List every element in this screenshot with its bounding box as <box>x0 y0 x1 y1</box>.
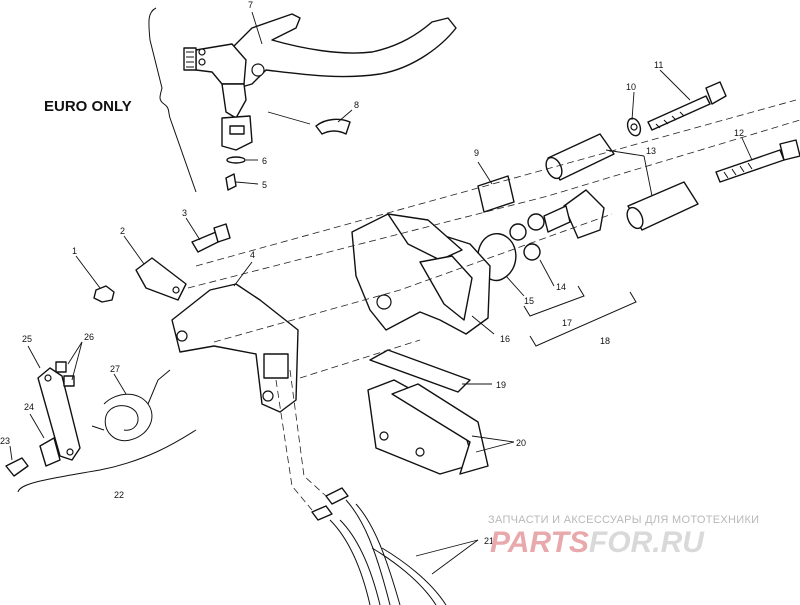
callout-17: 17 <box>562 318 572 328</box>
group-brackets <box>17 285 637 493</box>
callout-27: 27 <box>110 364 120 374</box>
shim <box>315 118 351 135</box>
callout-1: 1 <box>72 246 77 256</box>
short-bolt <box>715 139 800 183</box>
sleeves <box>545 133 699 231</box>
watermark-tagline: ЗАПЧАСТИ И АКСЕССУАРЫ ДЛЯ МОТОТЕХНИКИ <box>488 514 759 526</box>
callout-13: 13 <box>646 146 656 156</box>
callout-5: 5 <box>262 180 267 190</box>
callout-7: 7 <box>248 0 253 10</box>
lever-bracket <box>221 115 253 191</box>
leader-lines <box>9 11 753 575</box>
callout-20: 20 <box>516 438 526 448</box>
callout-11: 11 <box>654 60 663 70</box>
pad-shim <box>369 349 471 393</box>
callout-16: 16 <box>500 334 510 344</box>
euro-only-brace <box>148 7 197 193</box>
callout-18: 18 <box>600 336 610 346</box>
callout-21: 21 <box>484 536 494 546</box>
watermark: ЗАПЧАСТИ И АКСЕССУАРЫ ДЛЯ МОТОТЕХНИКИ PA… <box>488 514 759 559</box>
callout-26: 26 <box>84 332 94 342</box>
long-bolt <box>626 81 727 137</box>
callout-3: 3 <box>182 208 187 218</box>
assembly-axes <box>187 99 800 511</box>
brake-pads <box>367 379 489 475</box>
callout-14: 14 <box>556 282 566 292</box>
callout-24: 24 <box>24 402 34 412</box>
mounting-bracket <box>171 283 299 413</box>
actuator-shaft <box>543 189 605 239</box>
callout-22: 22 <box>114 490 124 500</box>
callout-23: 23 <box>0 436 10 446</box>
callout-19: 19 <box>496 380 506 390</box>
callout-9: 9 <box>474 148 479 158</box>
watermark-logo-part2: FOR.RU <box>589 526 705 559</box>
callout-numbers: 1 2 3 4 5 6 7 8 9 10 11 12 13 14 15 16 1… <box>0 0 744 546</box>
callout-2: 2 <box>120 226 125 236</box>
callout-12: 12 <box>734 128 744 138</box>
clevis-assembly <box>93 223 231 303</box>
euro-only-region: EURO ONLY <box>44 7 197 193</box>
balls <box>509 213 545 261</box>
callout-6: 6 <box>262 156 267 166</box>
euro-only-label: EURO ONLY <box>44 98 132 115</box>
brake-lever <box>183 13 457 119</box>
watermark-logo-part1: PARTS <box>490 526 589 559</box>
callout-4: 4 <box>250 250 255 260</box>
brake-cables <box>311 487 447 605</box>
callout-10: 10 <box>626 82 636 92</box>
callout-15: 15 <box>524 296 534 306</box>
callout-25: 25 <box>22 334 32 344</box>
watermark-logo: PARTSFOR.RU <box>490 526 705 559</box>
callout-8: 8 <box>354 100 359 110</box>
return-spring-assembly <box>5 361 171 477</box>
retainer-clip <box>477 175 515 213</box>
caliper-body <box>351 213 491 335</box>
